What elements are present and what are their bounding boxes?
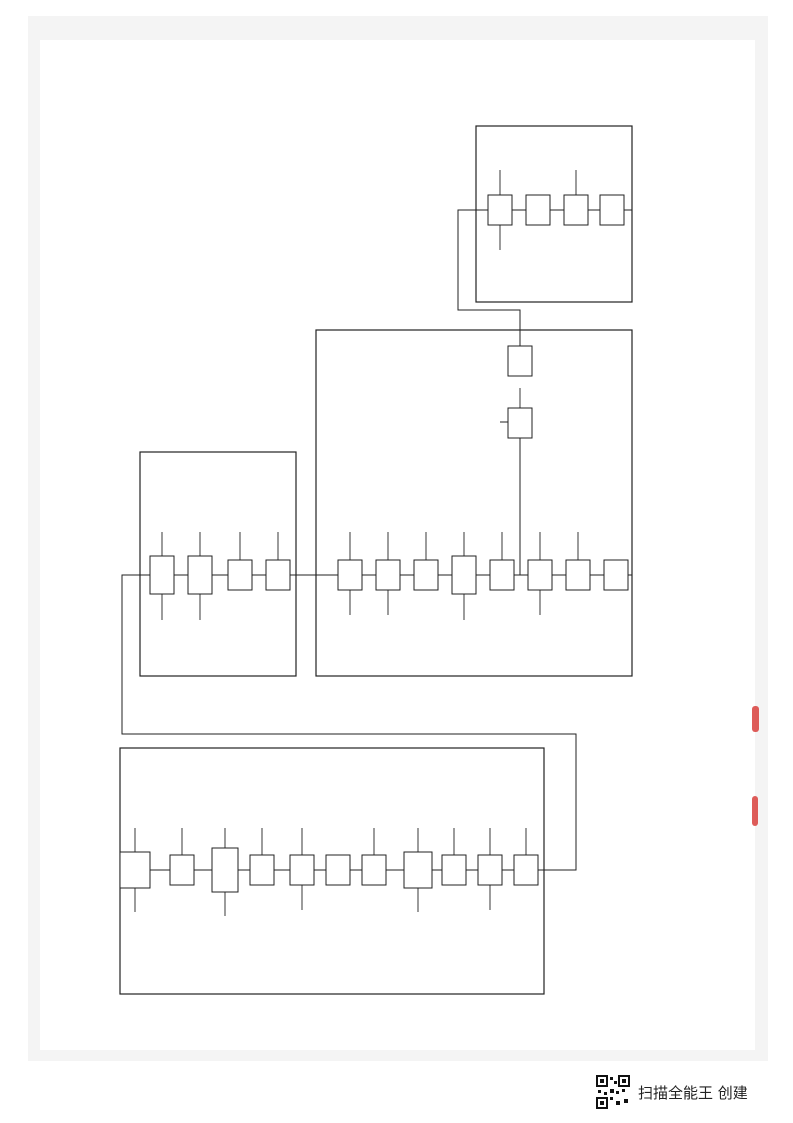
red-stain-mark	[752, 796, 758, 826]
process-box	[565, 559, 591, 591]
process-box	[599, 194, 625, 226]
footer-brand-text: 扫描全能王 创建	[638, 1084, 748, 1102]
process-box	[227, 559, 253, 591]
process-box	[451, 555, 477, 595]
qr-code-icon	[596, 1075, 630, 1109]
process-box	[477, 854, 503, 886]
red-stain-mark	[752, 706, 759, 732]
process-box	[337, 559, 363, 591]
process-box	[361, 854, 387, 886]
process-box	[265, 559, 291, 591]
process-box	[603, 559, 629, 591]
process-box	[211, 847, 239, 893]
process-box	[441, 854, 467, 886]
group-frame-chemical-nickel	[315, 329, 633, 677]
process-box	[563, 194, 589, 226]
group-frame-chemical-copper	[139, 451, 297, 677]
process-box	[119, 851, 151, 889]
process-box	[525, 194, 551, 226]
process-box	[289, 854, 315, 886]
group-frame-immersion-gold	[475, 125, 633, 303]
process-box	[169, 854, 195, 886]
output-arrows	[134, 170, 579, 855]
process-box	[375, 559, 401, 591]
process-box	[249, 854, 275, 886]
process-box	[325, 854, 351, 886]
process-box	[527, 559, 553, 591]
process-box	[187, 555, 213, 595]
process-box	[507, 407, 533, 439]
process-box	[507, 345, 533, 377]
process-box	[487, 194, 513, 226]
flow-line-branch	[500, 421, 521, 575]
process-box	[149, 555, 175, 595]
document-page	[40, 40, 755, 1050]
process-box	[513, 854, 539, 886]
flow-line-return	[121, 574, 577, 871]
process-box	[489, 559, 515, 591]
process-box	[403, 851, 433, 889]
process-box	[413, 559, 439, 591]
flow-line-to-gold	[457, 209, 521, 362]
input-arrows	[134, 225, 541, 916]
